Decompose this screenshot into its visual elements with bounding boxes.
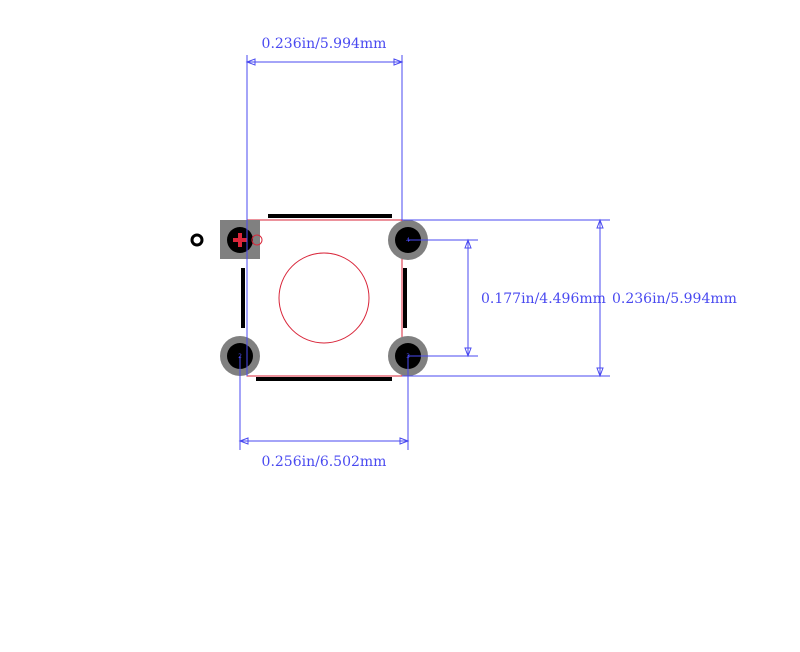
pin1-marker-icon [190, 233, 204, 247]
dim-right-arrow-bottom [596, 367, 604, 378]
dim-bottom-arrow-left [238, 437, 249, 445]
dim-label-pad-pitch-horizontal: 0.256in/6.502mm [262, 454, 387, 470]
silk-top-bar [268, 214, 392, 218]
dim-right-arrow-top [596, 218, 604, 229]
dim-bottom-arrow-right [399, 437, 410, 445]
dim-label-pad-pitch-vertical: 0.177in/4.496mm [481, 291, 606, 307]
silk-left-bar [241, 268, 245, 328]
dim-top-arrow-right [393, 58, 404, 66]
dim-mid-arrow-bottom [464, 347, 472, 358]
dim-label-body-height: 0.236in/5.994mm [612, 291, 737, 307]
dimension-lines [238, 55, 610, 450]
pad-1-outline-circle [251, 234, 263, 246]
actuator-circle [278, 252, 370, 344]
dim-top-arrow-left [245, 58, 256, 66]
body-outline [246, 219, 403, 377]
silkscreen-outline [241, 214, 407, 381]
dim-label-top-width: 0.236in/5.994mm [262, 36, 387, 52]
pad-1 [220, 220, 263, 259]
pad-1-plus-v [238, 233, 242, 247]
silk-bottom-bar [256, 377, 392, 381]
silk-right-bar [403, 268, 407, 328]
dim-mid-arrow-top [464, 238, 472, 249]
